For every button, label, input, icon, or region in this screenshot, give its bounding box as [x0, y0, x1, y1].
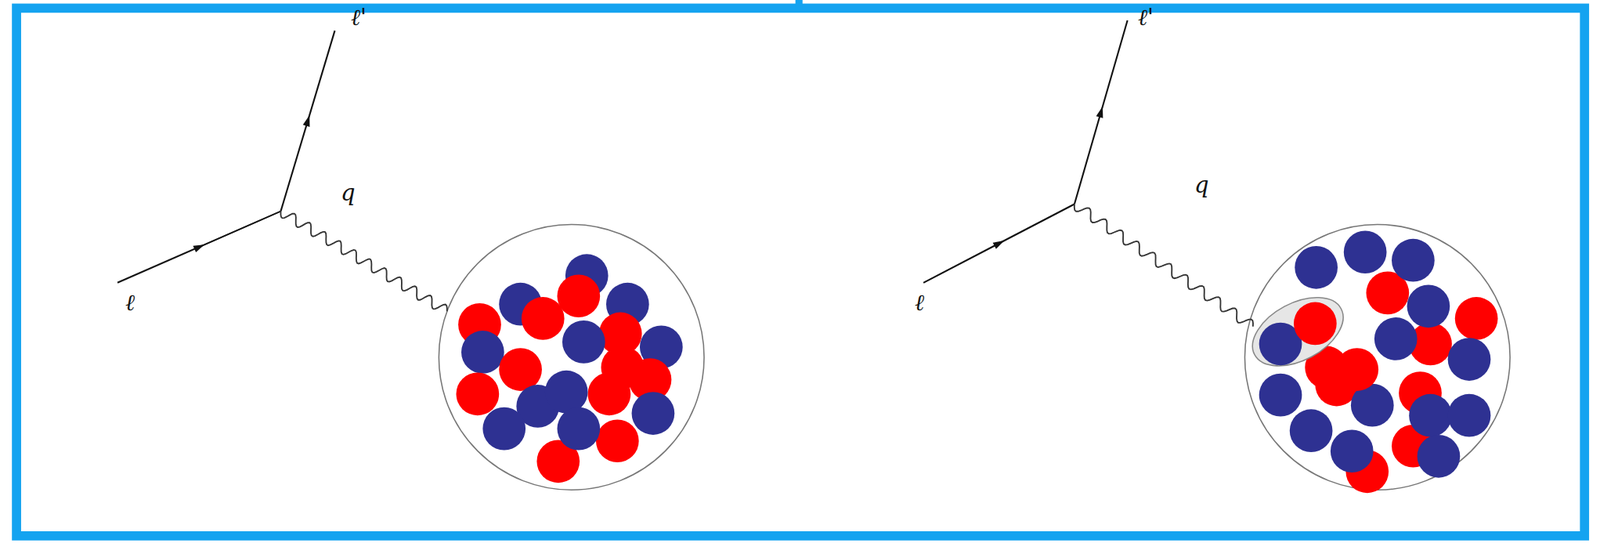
neutron	[1417, 434, 1461, 478]
nucleus-outline	[1244, 224, 1510, 491]
neutron	[1448, 393, 1492, 438]
particle-label: q	[340, 181, 356, 205]
photon-line	[280, 211, 447, 312]
neutron	[1408, 393, 1452, 438]
arrow-head	[303, 114, 314, 127]
neutron	[461, 330, 505, 374]
lepton-line	[1074, 20, 1128, 204]
proton	[600, 346, 644, 390]
proton	[595, 418, 640, 463]
particle-label: ℓ	[125, 291, 135, 315]
nucleus-outline	[438, 224, 705, 491]
arrow-head	[192, 241, 206, 253]
neutron	[562, 320, 606, 364]
proton	[556, 274, 600, 318]
photon-line	[1074, 204, 1254, 327]
arrow-head	[1096, 105, 1107, 119]
particle-label: ℓ	[914, 291, 925, 315]
arrow-head	[993, 237, 1007, 250]
figure-group	[117, 20, 1510, 493]
proton	[498, 347, 542, 391]
proton	[1455, 296, 1499, 340]
frame-divider	[795, 0, 803, 11]
particle-label: ℓ'	[350, 6, 367, 29]
neutron	[1259, 373, 1303, 417]
correlated-pair	[1241, 283, 1355, 380]
lepton-line	[117, 211, 281, 283]
neutron	[1343, 230, 1387, 274]
particle-label: q	[1194, 173, 1210, 197]
neutron	[632, 391, 676, 435]
neutron	[1294, 245, 1338, 289]
frame-border	[16, 7, 1585, 535]
neutron	[1289, 408, 1333, 452]
neutron	[545, 370, 589, 414]
neutron	[1391, 238, 1435, 282]
neutron	[482, 407, 526, 451]
lepton-line	[280, 30, 335, 212]
neutron	[1407, 284, 1451, 328]
proton	[1293, 302, 1337, 346]
neutron	[556, 407, 600, 451]
neutron	[1448, 337, 1492, 381]
neutron	[1330, 429, 1374, 473]
lepton-line	[923, 204, 1075, 283]
particle-label: ℓ'	[1137, 6, 1154, 29]
proton	[456, 372, 500, 416]
proton	[521, 296, 565, 340]
neutron	[1374, 317, 1418, 361]
